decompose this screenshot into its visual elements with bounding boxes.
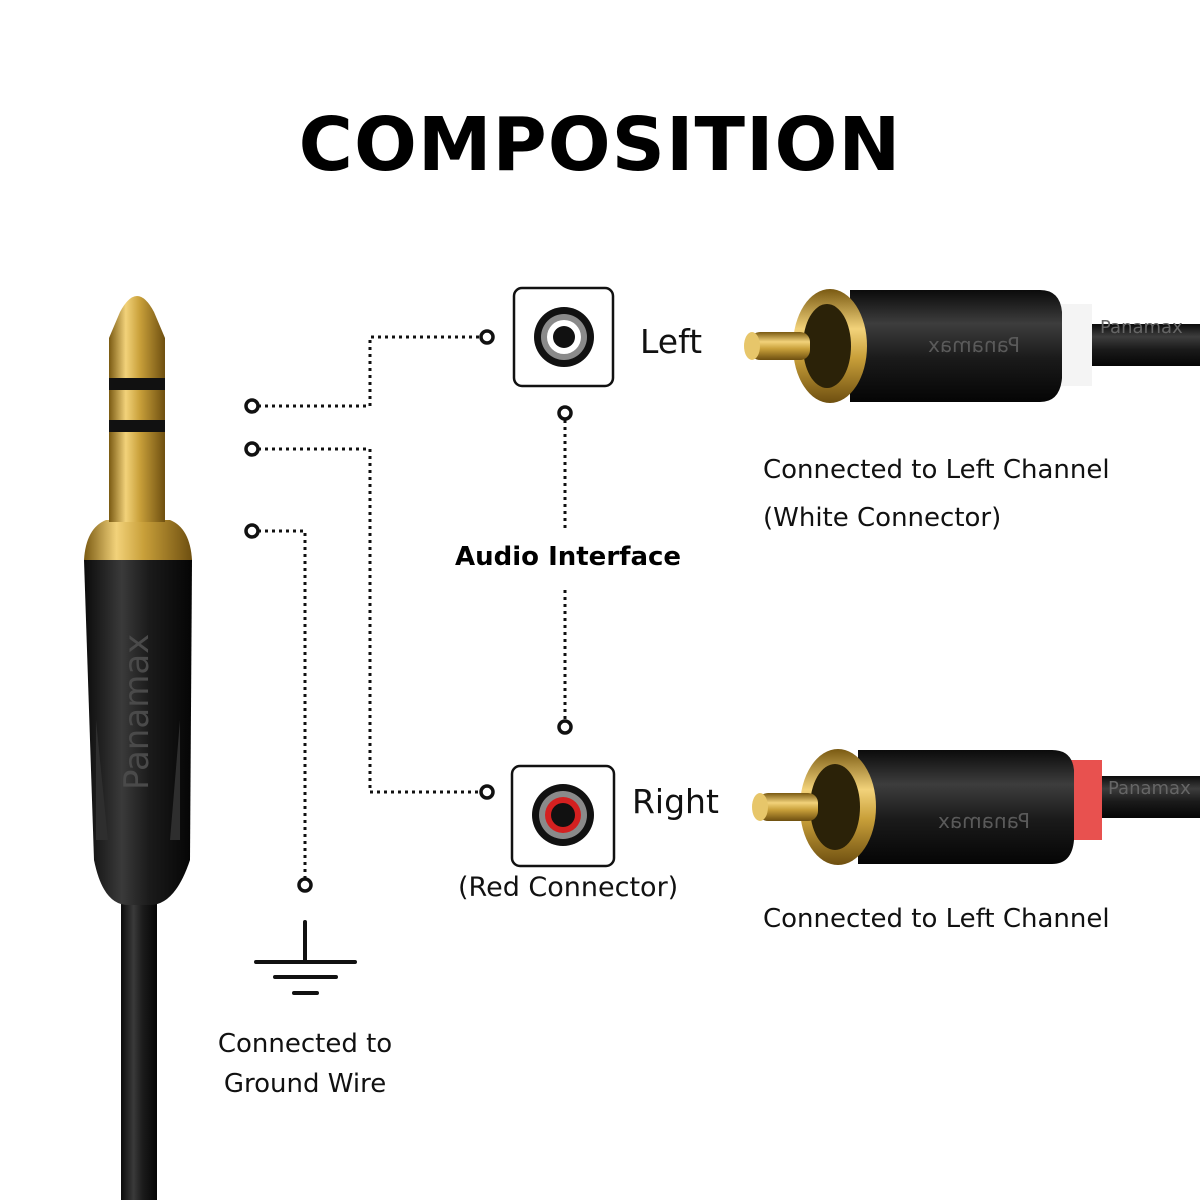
trs-ring-insulator [109, 420, 165, 432]
rca-left-cable [1080, 324, 1200, 366]
right-channel-caption: Connected to Left Channel [763, 904, 1110, 934]
rca-plug-left-icon: Panamax Panamax [744, 289, 1200, 403]
trs-cable [121, 880, 157, 1200]
wire-tip-to-left [258, 335, 482, 408]
rca-right-cable-text: Panamax [1108, 778, 1191, 799]
rca-left-cable-text: Panamax [1100, 317, 1183, 338]
trs-sleeve [109, 432, 165, 522]
left-channel-line2: (White Connector) [763, 503, 1002, 533]
rca-left-brand-text: Panamax [928, 333, 1020, 357]
terminal-interface-top [557, 405, 573, 421]
page-title: COMPOSITION [298, 102, 902, 188]
trs-collar [84, 520, 192, 560]
wire-terminals [244, 329, 573, 893]
wire-ring-to-right [258, 447, 482, 794]
wire-sleeve-to-ground [258, 529, 307, 878]
rca-right-body [858, 750, 1074, 864]
trs-plug-icon: Panamax [84, 296, 192, 1200]
rca-right-socket-icon [510, 764, 616, 868]
terminal-tip [244, 398, 260, 414]
terminal-ground [297, 877, 313, 893]
trs-ring [109, 390, 165, 420]
rca-right-pin [758, 793, 818, 821]
rca-left-socket-icon [512, 286, 615, 388]
terminal-sleeve [244, 523, 260, 539]
red-connector-label: (Red Connector) [458, 872, 679, 903]
left-label: Left [640, 322, 703, 361]
terminal-right [479, 784, 495, 800]
left-channel-caption: Connected to Left Channel (White Connect… [763, 446, 1110, 542]
rca-plug-right-icon: Panamax Panamax [752, 749, 1200, 865]
ground-line2: Ground Wire [223, 1069, 387, 1099]
right-label: Right [632, 782, 719, 821]
trs-tip-insulator [109, 378, 165, 390]
terminal-ring [244, 441, 260, 457]
ground-caption: Connected to Ground Wire [190, 1024, 420, 1104]
trs-body [84, 560, 192, 905]
trs-shaft [109, 338, 165, 378]
terminal-interface-bottom [557, 719, 573, 735]
trs-brand-text: Panamax [117, 634, 157, 790]
trs-tip [109, 296, 165, 338]
rca-right-cable [1090, 776, 1200, 818]
audio-interface-label: Audio Interface [455, 542, 682, 572]
rca-right-brand-text: Panamax [938, 809, 1030, 833]
terminal-left [479, 329, 495, 345]
wiring-lines [258, 335, 567, 878]
ground-symbol-icon [254, 920, 357, 995]
rca-left-pin [750, 332, 810, 360]
ground-line1: Connected to [217, 1029, 393, 1059]
left-channel-line1: Connected to Left Channel [763, 455, 1110, 485]
rca-left-body [850, 290, 1062, 402]
